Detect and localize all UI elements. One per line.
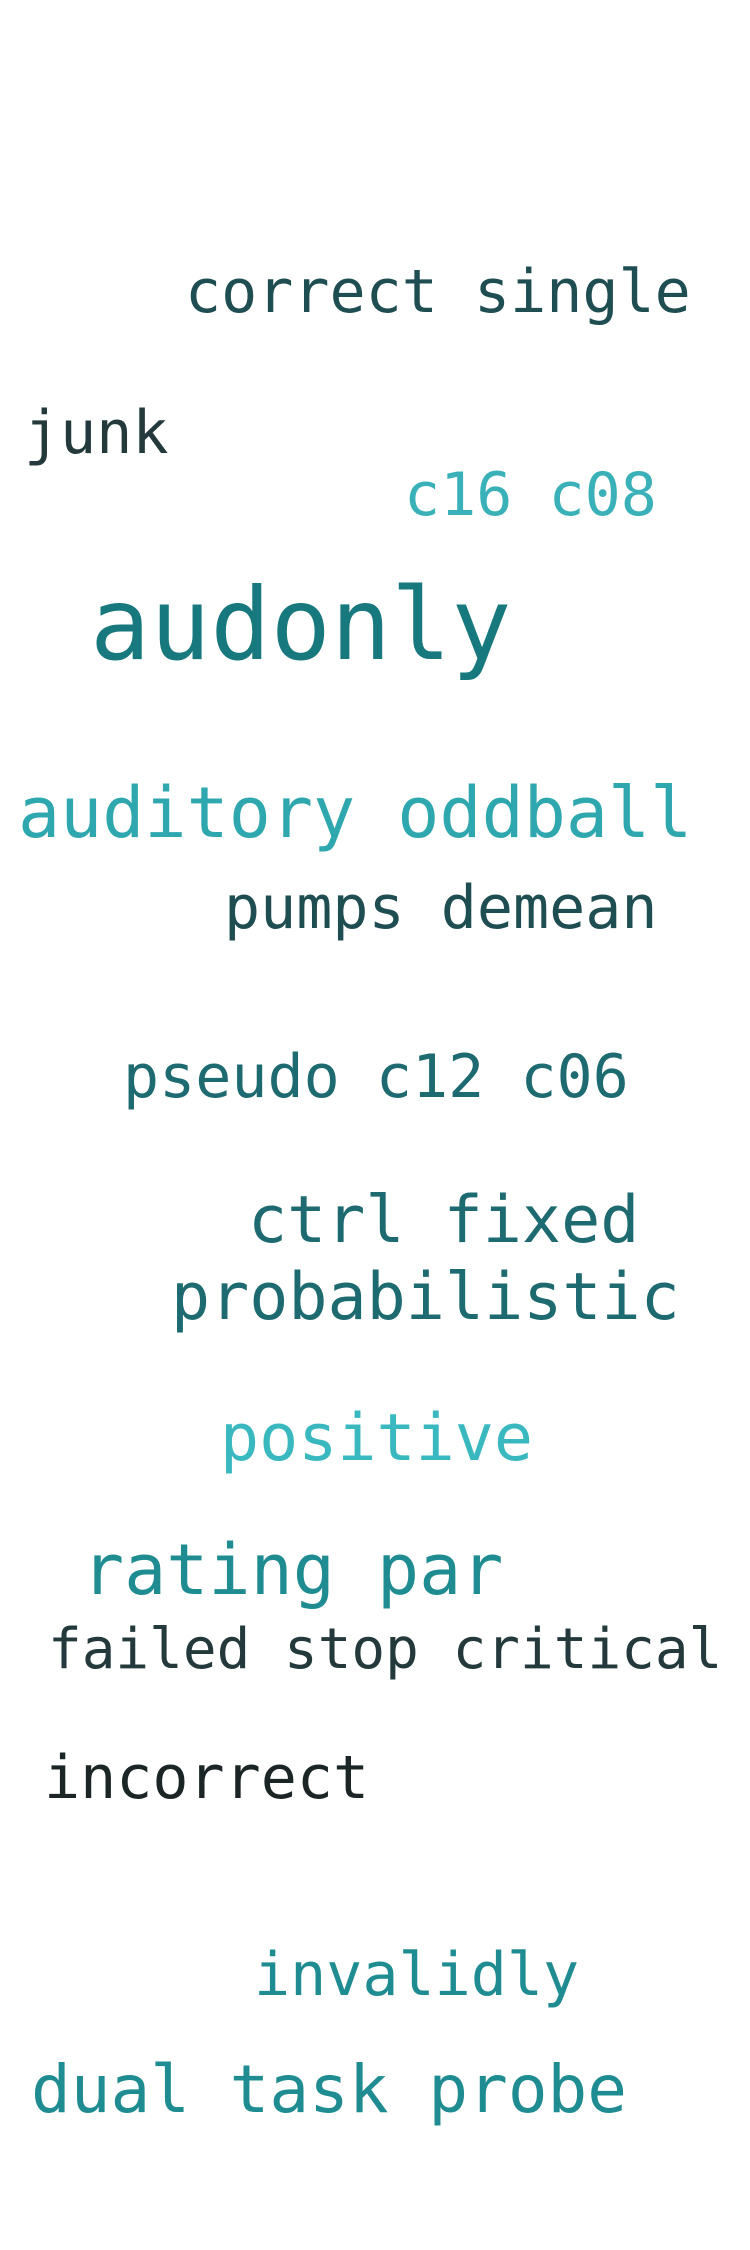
word-pseudo-c12-c06: pseudo c12 c06 — [123, 1042, 629, 1112]
word-correct-single: correct single — [185, 257, 691, 327]
word-rating-par: rating par — [82, 1529, 504, 1611]
word-incorrect: incorrect — [44, 1743, 370, 1813]
word-failed-stop-critical: failed stop critical — [48, 1617, 723, 1682]
word-pumps-demean: pumps demean — [224, 873, 658, 943]
word-junk: junk — [24, 398, 169, 468]
word-invalidly: invalidly — [254, 1940, 580, 2010]
word-probabilistic: probabilistic — [171, 1260, 680, 1335]
word-positive: positive — [220, 1401, 534, 1476]
word-dual-task-probe: dual task probe — [31, 2051, 628, 2128]
word-audonly: audonly — [90, 566, 512, 683]
word-c16-c08: c16 c08 — [404, 460, 657, 530]
word-auditory-oddball: auditory oddball — [18, 772, 693, 854]
word-ctrl-fixed: ctrl fixed — [248, 1183, 640, 1258]
